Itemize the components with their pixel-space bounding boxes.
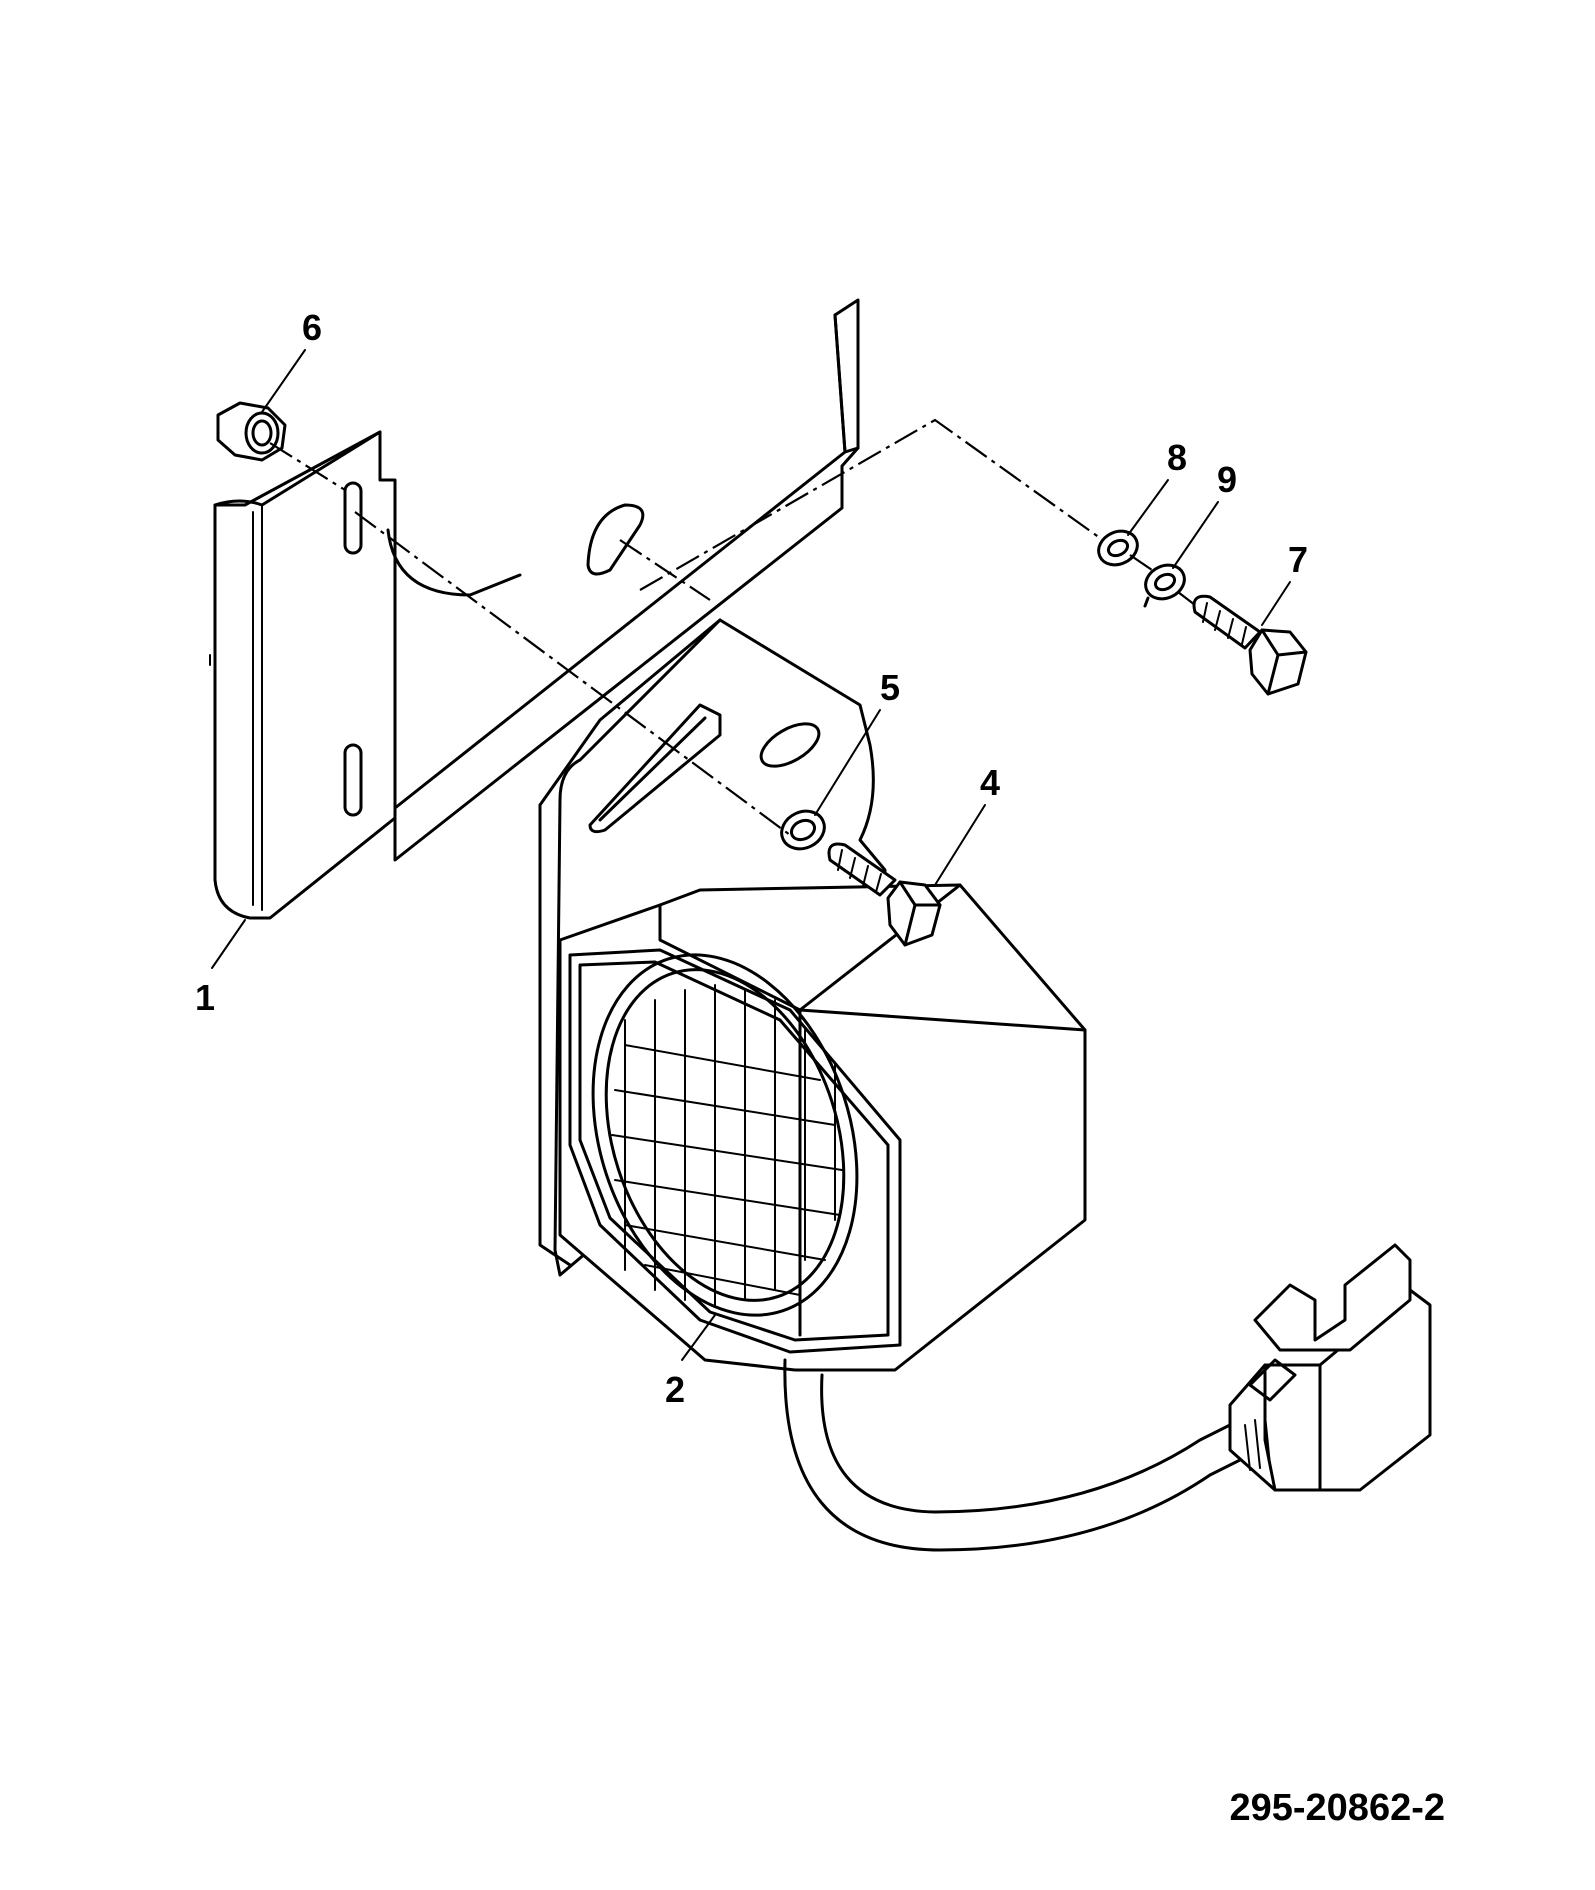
svg-text:7: 7 <box>1288 539 1308 580</box>
locknut <box>216 401 287 462</box>
bolt <box>827 842 942 947</box>
callout-1: 1 <box>195 919 246 1018</box>
assembly-lines <box>269 418 1196 836</box>
connector <box>1228 1243 1432 1492</box>
lock-washer <box>1143 563 1186 608</box>
alarm-cable <box>783 1358 1252 1552</box>
callout-7: 7 <box>1261 539 1308 626</box>
svg-text:6: 6 <box>302 307 322 348</box>
mounting-bracket <box>209 298 860 920</box>
svg-text:2: 2 <box>665 1369 685 1410</box>
svg-text:9: 9 <box>1217 459 1237 500</box>
drawing-reference-number: 295-20862-2 <box>1229 1787 1445 1829</box>
washer <box>1097 529 1139 567</box>
callouts: 1 2 4 5 6 7 8 9 <box>195 307 1308 1410</box>
svg-text:8: 8 <box>1167 437 1187 478</box>
backup-alarm <box>538 618 1087 1372</box>
callout-4: 4 <box>934 762 1000 886</box>
svg-text:5: 5 <box>880 667 900 708</box>
callout-9: 9 <box>1172 459 1237 569</box>
svg-text:1: 1 <box>195 977 215 1018</box>
bolt <box>1192 594 1308 696</box>
callout-8: 8 <box>1127 437 1187 536</box>
svg-text:4: 4 <box>980 762 1000 803</box>
callout-2: 2 <box>665 1314 716 1410</box>
callout-6: 6 <box>261 307 322 413</box>
washer <box>780 809 826 851</box>
alarm-grille <box>591 953 859 1317</box>
callout-5: 5 <box>814 667 900 816</box>
